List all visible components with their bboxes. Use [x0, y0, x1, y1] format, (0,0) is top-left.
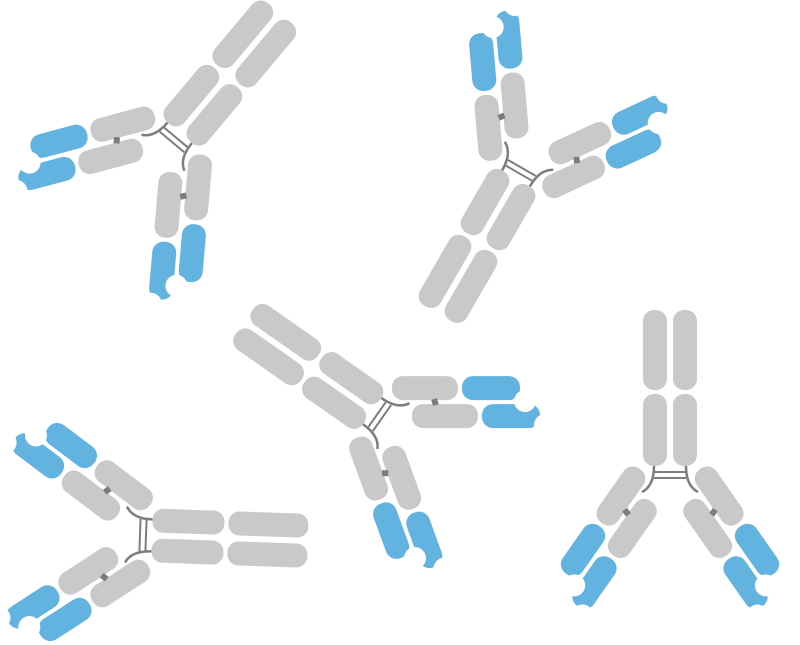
antibody-icon	[0, 0, 383, 345]
antibody-icon	[0, 396, 313, 645]
antibody-icon	[536, 310, 800, 631]
